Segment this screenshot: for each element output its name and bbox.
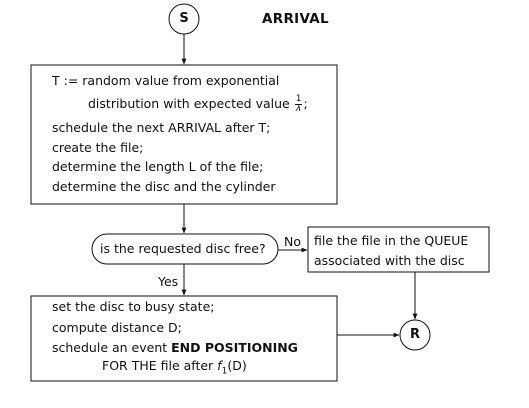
arrival-line-6: determine the disc and the cylinder (52, 179, 276, 194)
busy-line-2: compute distance D; (52, 320, 182, 335)
yes-label: Yes (158, 274, 179, 289)
decision-shape (91, 233, 279, 265)
busy-box (30, 295, 338, 382)
diagram-title: ARRIVAL (262, 11, 329, 27)
function-subscript: 1 (221, 366, 228, 377)
queue-line-2: associated with the disc (314, 253, 465, 268)
busy-line-1: set the disc to busy state; (52, 299, 215, 314)
function-argument: (D) (227, 358, 247, 373)
end-node-label: R (409, 327, 420, 342)
end-node-circle (399, 319, 431, 351)
arrival-line-3: schedule the next ARRIVAL after T; (52, 120, 271, 135)
arrival-line-1: T := random value from exponential (52, 73, 280, 88)
end-positioning-event: END POSITIONING (171, 340, 298, 355)
arrival-line-2-suffix: ; (303, 96, 308, 111)
decision-question: is the requested disc free? (100, 241, 266, 256)
arrival-box (30, 64, 338, 205)
busy-line-4: FOR THE file after f1(D) (102, 357, 247, 381)
arrival-line-2-text: distribution with expected value (88, 96, 290, 111)
queue-box (307, 226, 490, 273)
fraction-denominator: λ (295, 104, 302, 114)
function-name: f (217, 358, 222, 373)
arrival-line-5: determine the length L of the file; (52, 159, 264, 174)
busy-line-4-text: FOR THE file after (102, 358, 214, 373)
no-label: No (284, 234, 301, 249)
busy-line-3-text: schedule an event (52, 340, 168, 355)
queue-line-1: file the file in the QUEUE (314, 233, 469, 248)
arrival-line-4: create the file; (52, 140, 144, 155)
start-node-label: S (179, 11, 189, 26)
busy-line-3: schedule an event END POSITIONING (52, 339, 298, 357)
fraction-numerator: 1 (294, 94, 303, 105)
